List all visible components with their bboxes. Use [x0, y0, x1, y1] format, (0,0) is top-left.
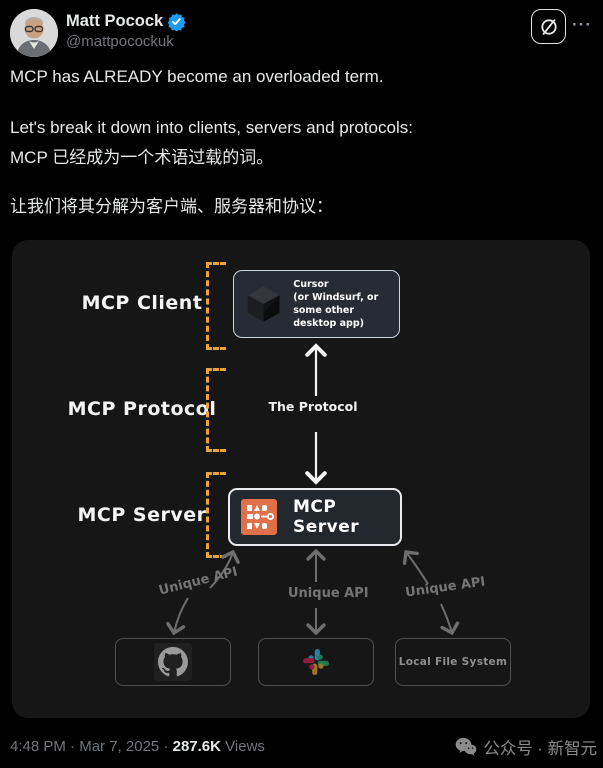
more-button[interactable]: ···	[567, 10, 597, 40]
client-box-note: (or Windsurf, or some other desktop app)	[293, 292, 379, 329]
author-handle[interactable]: @mattpocockuk	[66, 33, 174, 50]
protocol-arrow-label: The Protocol	[268, 399, 358, 414]
diagram-label-mcp-client: MCP Client	[81, 292, 203, 314]
client-bracket	[206, 262, 226, 350]
views-count: 287.6K	[172, 738, 221, 755]
protocol-arrow-icon	[305, 343, 327, 485]
tweet-text-line: Let's break it down into clients, server…	[10, 118, 413, 137]
author-display-name[interactable]: Matt Pocock	[66, 12, 164, 30]
client-box-title: Cursor	[293, 279, 329, 290]
server-box-label: MCP Server	[293, 497, 360, 537]
more-icon: ···	[572, 15, 592, 34]
slack-box	[258, 638, 374, 686]
wechat-icon	[455, 737, 477, 756]
tweet-image-mcp-diagram[interactable]: MCP Client MCP Protocol MCP Server Curso…	[12, 240, 590, 718]
grok-button[interactable]	[531, 9, 566, 44]
local-file-system-box: Local File System	[395, 638, 511, 686]
github-icon	[158, 647, 188, 677]
verified-badge-icon	[167, 12, 186, 31]
separator: ·	[70, 738, 76, 755]
tweet-text-line: MCP 已经成为一个术语过载的词。	[10, 148, 274, 167]
separator: ·	[163, 738, 169, 755]
diagram-label-mcp-protocol: MCP Protocol	[67, 398, 217, 420]
avatar[interactable]	[10, 9, 58, 57]
date: Mar 7, 2025	[79, 738, 160, 755]
github-box	[115, 638, 231, 686]
client-box: Cursor (or Windsurf, or some other deskt…	[233, 270, 400, 338]
server-bracket	[206, 472, 226, 558]
client-box-text: Cursor (or Windsurf, or some other deskt…	[293, 278, 399, 330]
views-label: Views	[225, 738, 265, 755]
grok-icon	[540, 18, 557, 35]
tweet-text-line: 让我们将其分解为客户端、服务器和协议：	[10, 197, 333, 216]
avatar-photo	[10, 9, 58, 57]
github-tile	[154, 643, 192, 681]
author-block: Matt Pocock @mattpocockuk	[66, 11, 186, 52]
slack-icon	[303, 649, 329, 675]
time: 4:48 PM	[10, 738, 66, 755]
server-box: MCP Server	[228, 488, 402, 546]
protocol-bracket	[206, 368, 226, 452]
unique-api-label: Unique API	[288, 586, 369, 601]
local-file-system-label: Local File System	[398, 656, 508, 668]
cursor-cube-icon	[247, 286, 280, 322]
mcp-server-icon	[241, 499, 277, 535]
diagram-label-mcp-server: MCP Server	[77, 504, 207, 526]
tweet-text-line: MCP has ALREADY become an overloaded ter…	[10, 67, 384, 86]
tweet-timestamp[interactable]: 4:48 PM · Mar 7, 2025 · 287.6K Views	[10, 738, 265, 755]
unique-api-arrows	[166, 548, 460, 636]
author-name-row[interactable]: Matt Pocock	[66, 11, 186, 31]
watermark: 公众号 · 新智元	[455, 735, 597, 759]
watermark-text: 公众号 · 新智元	[483, 740, 597, 758]
